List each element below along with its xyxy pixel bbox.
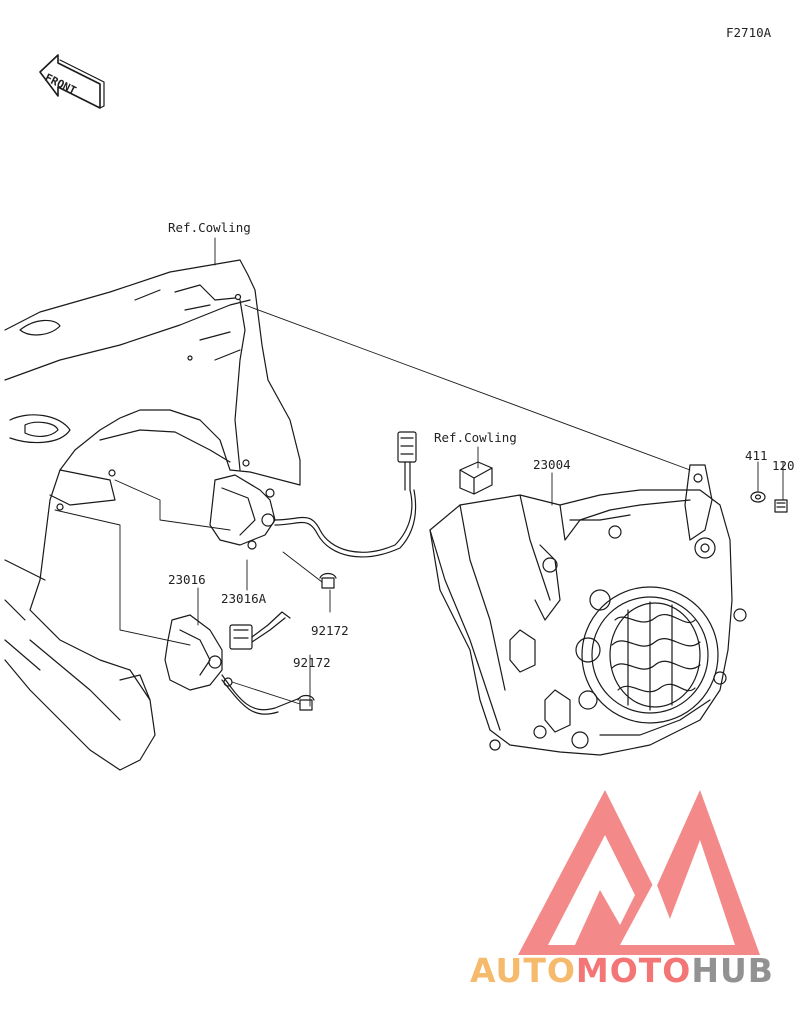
headlight-assembly [429, 464, 747, 756]
cowling-body [4, 259, 301, 771]
screw-upper [319, 572, 337, 589]
screw-lower [297, 694, 315, 711]
bolt-120 [774, 499, 788, 513]
diagram-code: F2710A [726, 25, 772, 40]
part-number-screw-lower: 92172 [293, 655, 331, 670]
cornering-lamp-left [164, 611, 301, 715]
watermark-text: AUTOMOTOHUB [470, 954, 774, 987]
washer-411 [750, 491, 766, 503]
connector-clip [459, 461, 493, 495]
part-number-cornering-lamp-left: 23016 [168, 572, 206, 587]
front-arrow-icon [39, 54, 105, 109]
part-number-screw-upper: 92172 [311, 623, 349, 638]
watermark-part-hub: HUB [691, 951, 774, 990]
watermark-part-auto: AUTO [470, 951, 576, 990]
part-number-washer: 411 [745, 448, 768, 463]
leader-lines [54, 237, 784, 707]
part-number-cornering-lamp-right: 23016A [221, 591, 267, 606]
autumotohub-logo-icon [518, 790, 760, 955]
ref-cowling-top-label: Ref.Cowling [168, 220, 251, 235]
part-number-bolt: 120 [772, 458, 795, 473]
ref-cowling-mid-label: Ref.Cowling [434, 430, 517, 445]
part-number-headlight: 23004 [533, 457, 571, 472]
watermark-part-moto: MOTO [575, 951, 692, 990]
cornering-lamp-right [209, 431, 417, 558]
